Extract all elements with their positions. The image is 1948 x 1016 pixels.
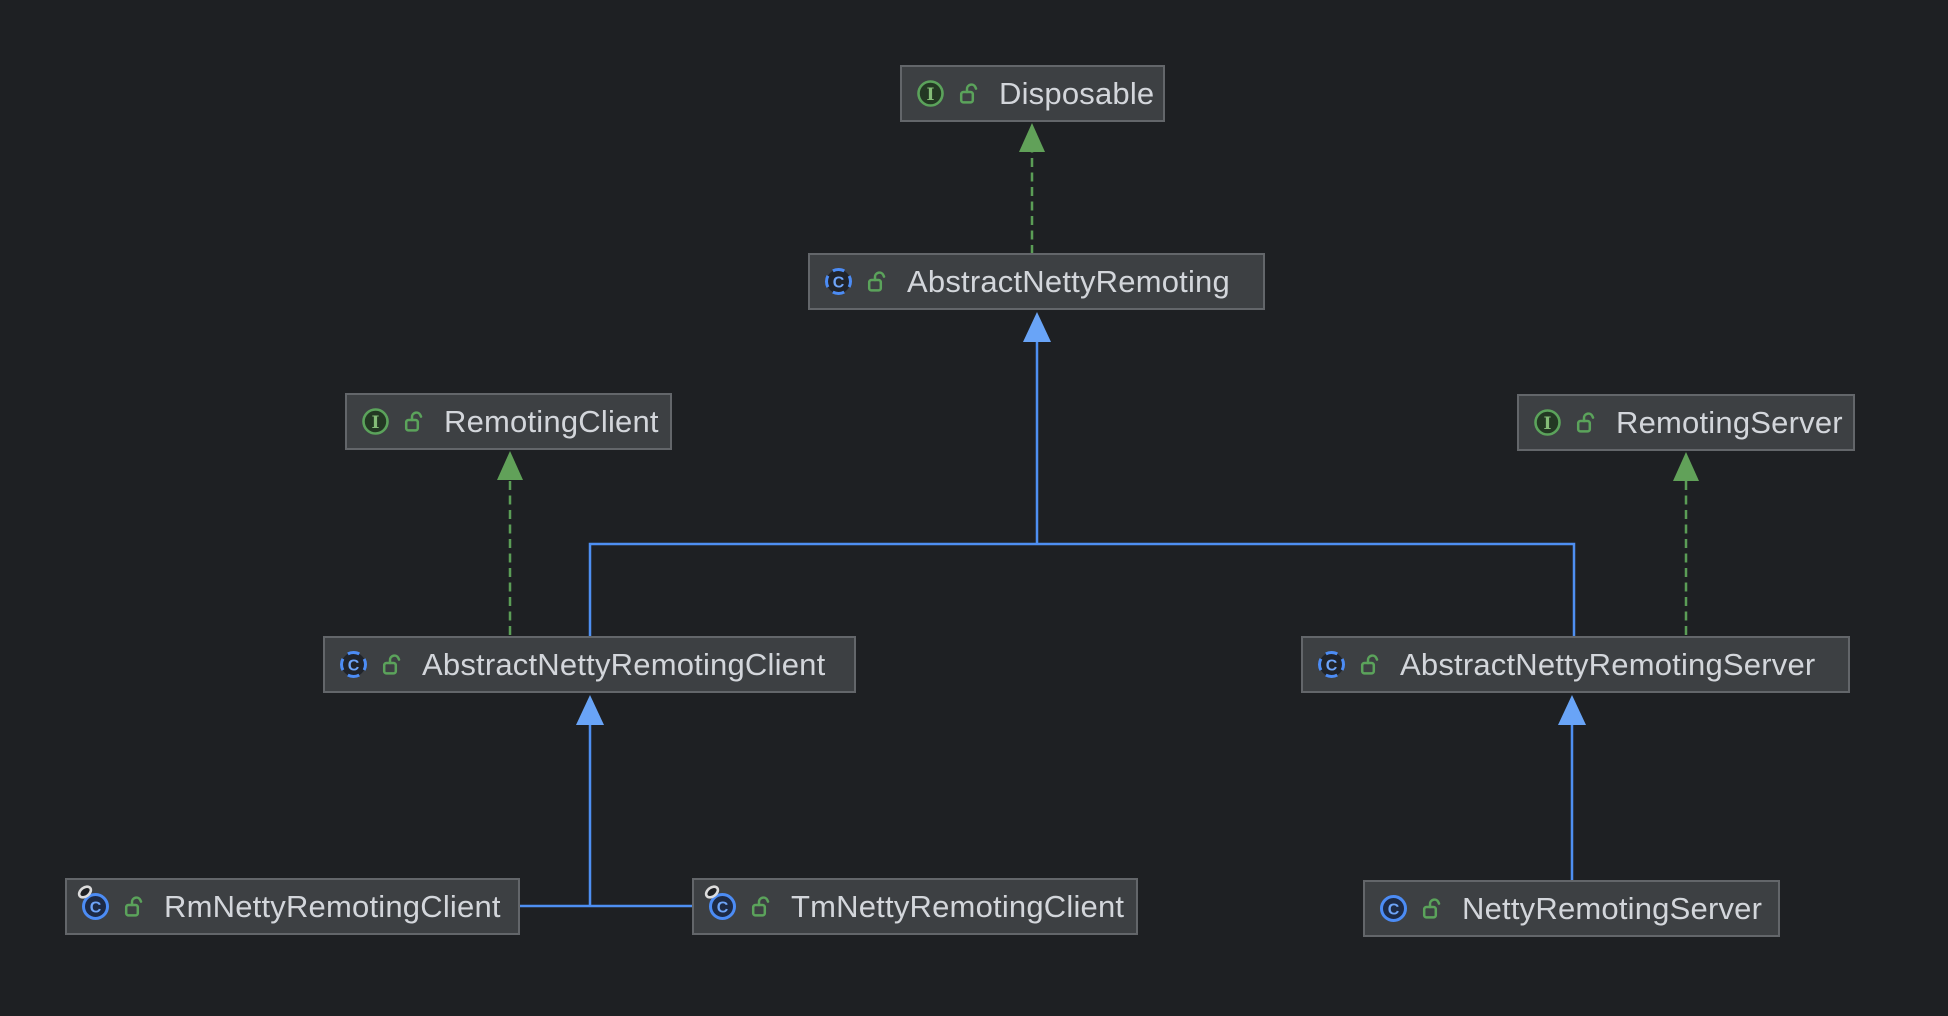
extends-arrowhead [1558,695,1586,725]
class-node-remoting-client[interactable]: I RemotingClient [345,393,672,450]
edge-extends-abstract-netty-remoting[interactable] [590,312,1574,636]
implements-arrowhead [1673,452,1699,481]
svg-text:C: C [833,275,845,292]
implements-arrowhead [497,451,523,480]
class-icon: C [80,891,111,922]
interface-icon: I [915,78,946,109]
extends-arrowhead [1023,312,1051,342]
class-node-tm-netty-remoting-client[interactable]: C TmNettyRemotingClient [692,878,1138,935]
edge-implements-disposable[interactable] [1019,123,1045,254]
abstract-class-icon: C [338,649,369,680]
svg-text:C: C [348,658,360,675]
unlocked-lock-icon [1576,410,1597,435]
unlocked-lock-icon [959,81,980,106]
implements-arrowhead [1019,123,1045,152]
class-name-label: NettyRemotingServer [1462,891,1762,927]
class-icon: C [1378,893,1409,924]
unlocked-lock-icon [404,409,425,434]
ring-badge-icon [701,883,723,906]
class-name-label: RemotingServer [1616,405,1843,441]
edge-implements-remoting-client[interactable] [497,451,523,635]
svg-text:I: I [927,85,935,105]
class-icon: C [707,891,738,922]
unlocked-lock-icon [1360,652,1381,677]
class-name-label: AbstractNettyRemoting [907,264,1230,300]
unlocked-lock-icon [867,269,888,294]
interface-icon: I [1532,407,1563,438]
class-node-disposable[interactable]: I Disposable [900,65,1165,122]
class-node-netty-remoting-server[interactable]: C NettyRemotingServer [1363,880,1780,937]
class-name-label: AbstractNettyRemotingClient [422,647,825,683]
unlocked-lock-icon [1422,896,1443,921]
edge-extends-abstract-netty-remoting-client[interactable] [520,695,692,906]
abstract-class-icon: C [1316,649,1347,680]
class-node-abstract-netty-remoting[interactable]: C AbstractNettyRemoting [808,253,1265,310]
class-node-remoting-server[interactable]: I RemotingServer [1517,394,1855,451]
edge-extends-abstract-netty-remoting-server[interactable] [1558,695,1586,880]
svg-text:I: I [1544,414,1552,434]
ring-badge-icon [74,883,96,906]
abstract-class-icon: C [823,266,854,297]
svg-text:C: C [1388,902,1400,919]
class-node-rm-netty-remoting-client[interactable]: C RmNettyRemotingClient [65,878,520,935]
unlocked-lock-icon [751,894,772,919]
extends-arrowhead [576,695,604,725]
class-name-label: AbstractNettyRemotingServer [1400,647,1815,683]
svg-text:I: I [372,413,380,433]
unlocked-lock-icon [124,894,145,919]
unlocked-lock-icon [382,652,403,677]
class-name-label: RmNettyRemotingClient [164,889,501,925]
class-name-label: TmNettyRemotingClient [791,889,1124,925]
class-name-label: Disposable [999,76,1154,112]
interface-icon: I [360,406,391,437]
class-node-abstract-netty-remoting-server[interactable]: C AbstractNettyRemotingServer [1301,636,1850,693]
svg-text:C: C [1326,658,1338,675]
edge-implements-remoting-server[interactable] [1673,452,1699,635]
class-node-abstract-netty-remoting-client[interactable]: C AbstractNettyRemotingClient [323,636,856,693]
class-name-label: RemotingClient [444,404,659,440]
